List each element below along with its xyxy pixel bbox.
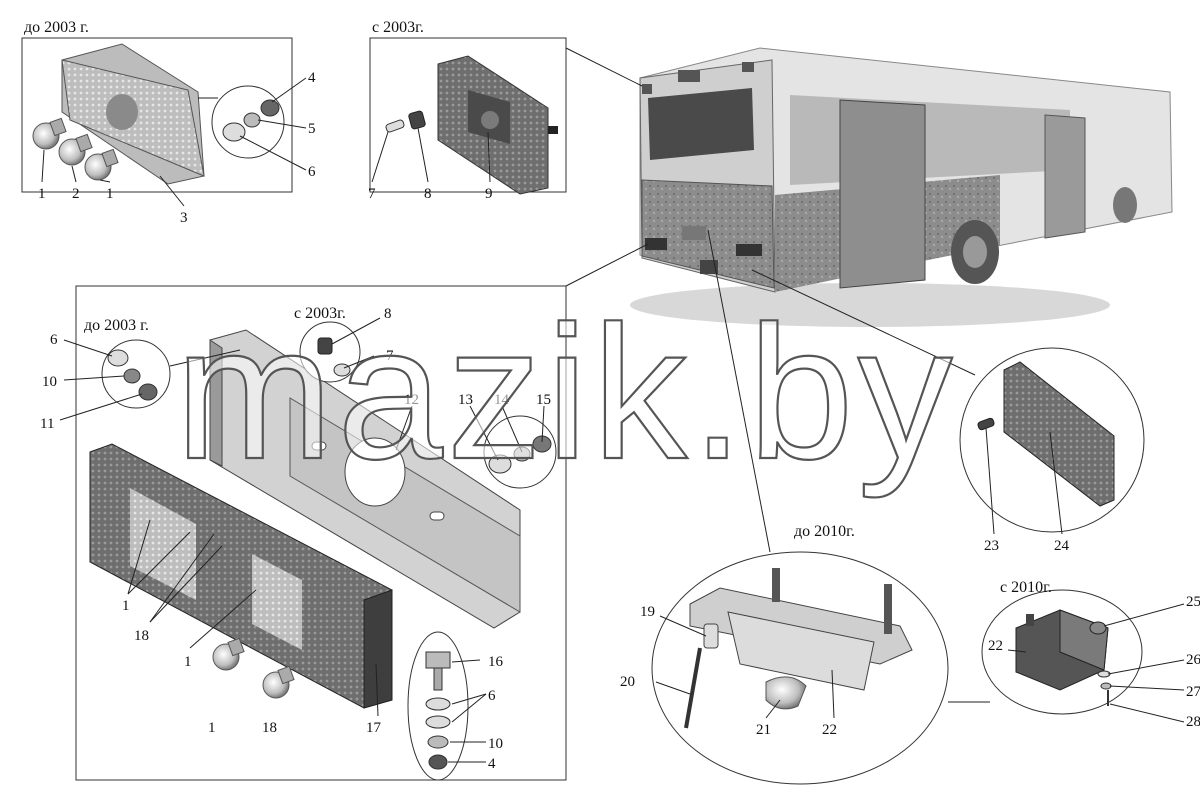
part-number-17: 17 — [366, 720, 382, 736]
part-number-5: 5 — [308, 121, 316, 137]
part-number-19: 19 — [640, 604, 655, 620]
leader-bus-top — [565, 47, 643, 87]
part-number-1: 1 — [38, 186, 46, 202]
part-number-1: 1 — [122, 598, 130, 614]
new-marker-light-parts — [385, 55, 558, 195]
part-number-6: 6 — [308, 164, 316, 180]
frame-new-marker-light — [369, 37, 567, 193]
side-marker-parts — [959, 347, 1145, 533]
part-number-24: 24 — [1054, 538, 1070, 554]
part-number-7: 7 — [368, 186, 376, 202]
part-number-8: 8 — [384, 306, 392, 322]
part-number-1: 1 — [184, 654, 192, 670]
caption-top-mid: с 2003г. — [372, 19, 424, 36]
part-number-11: 11 — [40, 416, 54, 432]
leader-bus-side-marker — [751, 269, 976, 376]
part-number-22: 22 — [822, 722, 837, 738]
old-marker-light-parts — [32, 43, 285, 185]
part-number-3: 3 — [180, 210, 188, 226]
part-number-27: 27 — [1186, 684, 1200, 700]
frame-rear-lamp-assembly — [75, 285, 567, 781]
caption-main-left: до 2003 г. — [84, 317, 149, 334]
part-number-6: 6 — [488, 688, 496, 704]
part-number-14: 14 — [494, 392, 510, 408]
part-number-16: 16 — [488, 654, 504, 670]
part-number-18: 18 — [134, 628, 149, 644]
part-number-2: 2 — [72, 186, 80, 202]
plate-light-new-parts — [981, 589, 1143, 715]
part-number-1: 1 — [208, 720, 216, 736]
part-number-10: 10 — [488, 736, 503, 752]
part-number-15: 15 — [536, 392, 551, 408]
plate-light-old-parts — [651, 551, 949, 785]
part-number-1: 1 — [106, 186, 114, 202]
leader-bus-rear-lamp — [565, 243, 649, 287]
part-number-10: 10 — [42, 374, 57, 390]
watermark: mazik.by — [175, 287, 957, 499]
part-number-20: 20 — [620, 674, 635, 690]
part-number-28: 28 — [1186, 714, 1200, 730]
caption-top-left: до 2003 г. — [24, 19, 89, 36]
caption-bottom-right: с 2010г. — [1000, 579, 1052, 596]
part-number-23: 23 — [984, 538, 999, 554]
part-number-4: 4 — [488, 756, 496, 772]
part-number-6: 6 — [50, 332, 58, 348]
caption-bottom-mid: до 2010г. — [794, 523, 855, 540]
part-number-18: 18 — [262, 720, 277, 736]
part-number-25: 25 — [1186, 594, 1200, 610]
part-number-22: 22 — [988, 638, 1003, 654]
part-number-9: 9 — [485, 186, 493, 202]
leader-bus-plate-light — [707, 229, 771, 553]
part-number-21: 21 — [756, 722, 771, 738]
caption-main-mid: с 2003г. — [294, 305, 346, 322]
part-number-4: 4 — [308, 70, 316, 86]
frame-old-marker-light — [21, 37, 293, 193]
rear-lamp-assembly-parts — [89, 321, 557, 781]
bus-illustration — [630, 47, 1173, 327]
part-number-12: 12 — [404, 392, 419, 408]
part-number-26: 26 — [1186, 652, 1200, 668]
part-number-13: 13 — [458, 392, 473, 408]
part-number-7: 7 — [386, 348, 394, 364]
part-number-8: 8 — [424, 186, 432, 202]
